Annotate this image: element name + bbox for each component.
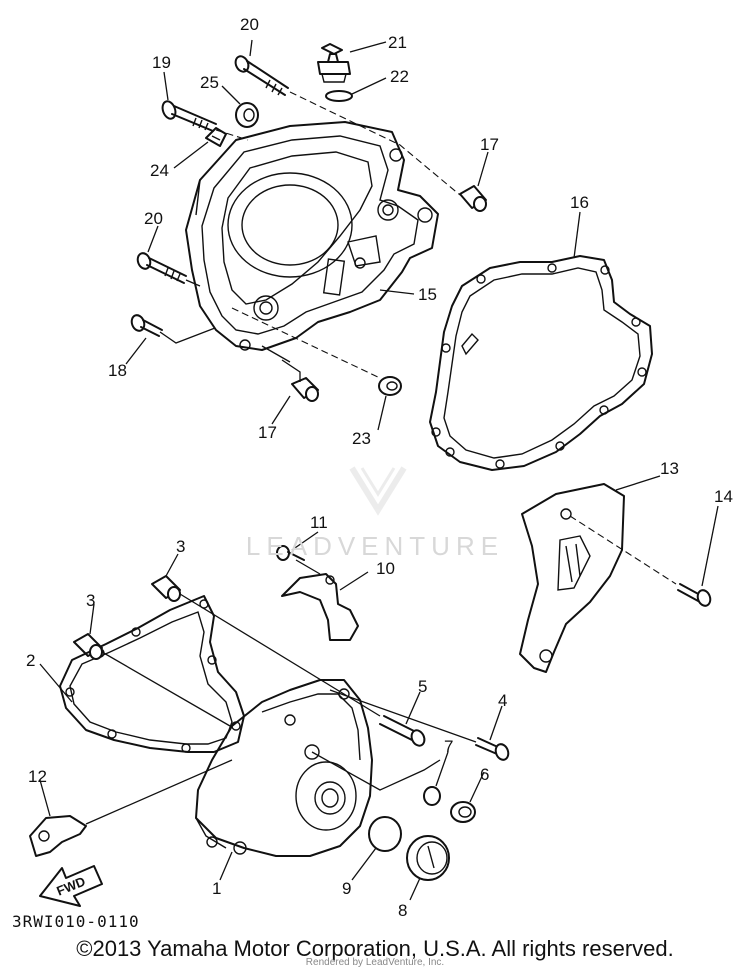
crankcase-cover-gasket-left[interactable]	[59, 595, 245, 753]
bolt-20-upper[interactable]	[233, 54, 289, 96]
callout-21: 21	[388, 33, 407, 52]
bolt-19[interactable]	[160, 99, 217, 132]
crankcase-cover-right[interactable]	[185, 121, 439, 351]
callout-3-lower: 3	[86, 591, 95, 610]
callout-20-lower: 20	[144, 209, 163, 228]
callout-24: 24	[150, 161, 169, 180]
callout-13: 13	[660, 459, 679, 478]
callout-9: 9	[342, 879, 351, 898]
callout-14: 14	[714, 487, 733, 506]
o-ring-22[interactable]	[325, 90, 353, 102]
plug-6[interactable]	[450, 801, 476, 823]
callout-11: 11	[310, 513, 328, 532]
callout-16: 16	[570, 193, 589, 212]
callout-1: 1	[212, 879, 221, 898]
callout-5: 5	[418, 677, 427, 696]
dowel-pin-3-lower[interactable]	[73, 633, 103, 660]
callout-3-upper: 3	[176, 537, 185, 556]
bolt-14[interactable]	[677, 583, 712, 608]
fwd-arrow: FWD	[39, 865, 103, 907]
dowel-pin-3-upper[interactable]	[151, 575, 181, 602]
watermark-logo	[349, 466, 407, 516]
callout-6: 6	[480, 765, 489, 784]
assembly-lines-upper	[159, 91, 461, 382]
copyright-notice: ©2013 Yamaha Motor Corporation, U.S.A. A…	[76, 936, 674, 961]
callout-22: 22	[390, 67, 409, 86]
watermark-text: LEADVENTURE	[245, 531, 505, 561]
callout-8: 8	[398, 901, 407, 920]
crankcase-cover-gasket[interactable]	[429, 255, 653, 471]
callout-25: 25	[200, 73, 219, 92]
callout-17-lower: 17	[258, 423, 277, 442]
callout-numbers: 20 21 22 19 25 24 17 20 16 15 18 17 23 1…	[26, 15, 733, 920]
callout-23: 23	[352, 429, 371, 448]
assembly-lines-lower	[85, 515, 677, 825]
callout-12: 12	[28, 767, 47, 786]
callout-19: 19	[152, 53, 171, 72]
clamp-24[interactable]	[205, 127, 227, 147]
drive-sprocket-cover[interactable]	[519, 483, 625, 673]
bolt-5[interactable]	[379, 715, 427, 748]
callout-10: 10	[376, 559, 395, 578]
crankcase-cover-left[interactable]	[195, 679, 373, 857]
bolt-18[interactable]	[130, 313, 163, 337]
gasket-bolt-holes	[431, 263, 647, 469]
cable-guide-10[interactable]	[281, 573, 359, 641]
plug-8[interactable]	[406, 835, 450, 881]
oil-filler-cap[interactable]	[317, 43, 351, 83]
oil-seal-23[interactable]	[378, 376, 402, 396]
render-credit: Rendered by LeadVenture, Inc.	[305, 957, 445, 968]
dowel-pin-17-upper[interactable]	[459, 185, 487, 212]
callout-15: 15	[418, 285, 437, 304]
callout-7: 7	[444, 737, 453, 756]
cable-guide-12[interactable]	[29, 815, 87, 857]
callout-17-upper: 17	[480, 135, 499, 154]
diagram-reference-code: 3RWI010-0110	[12, 912, 140, 931]
callout-18: 18	[108, 361, 127, 380]
callout-2: 2	[26, 651, 35, 670]
fwd-label: FWD	[54, 874, 87, 899]
screw-11[interactable]	[276, 545, 305, 561]
callout-20-upper: 20	[240, 15, 259, 34]
bolt-20-lower[interactable]	[136, 251, 187, 284]
callout-4: 4	[498, 691, 507, 710]
bolt-4[interactable]	[475, 737, 510, 762]
callout-leaders	[39, 39, 719, 901]
oil-seal-25[interactable]	[235, 102, 259, 128]
dowel-pin-17-lower[interactable]	[291, 377, 319, 402]
o-ring-9[interactable]	[368, 816, 402, 852]
o-ring-7[interactable]	[423, 786, 441, 806]
